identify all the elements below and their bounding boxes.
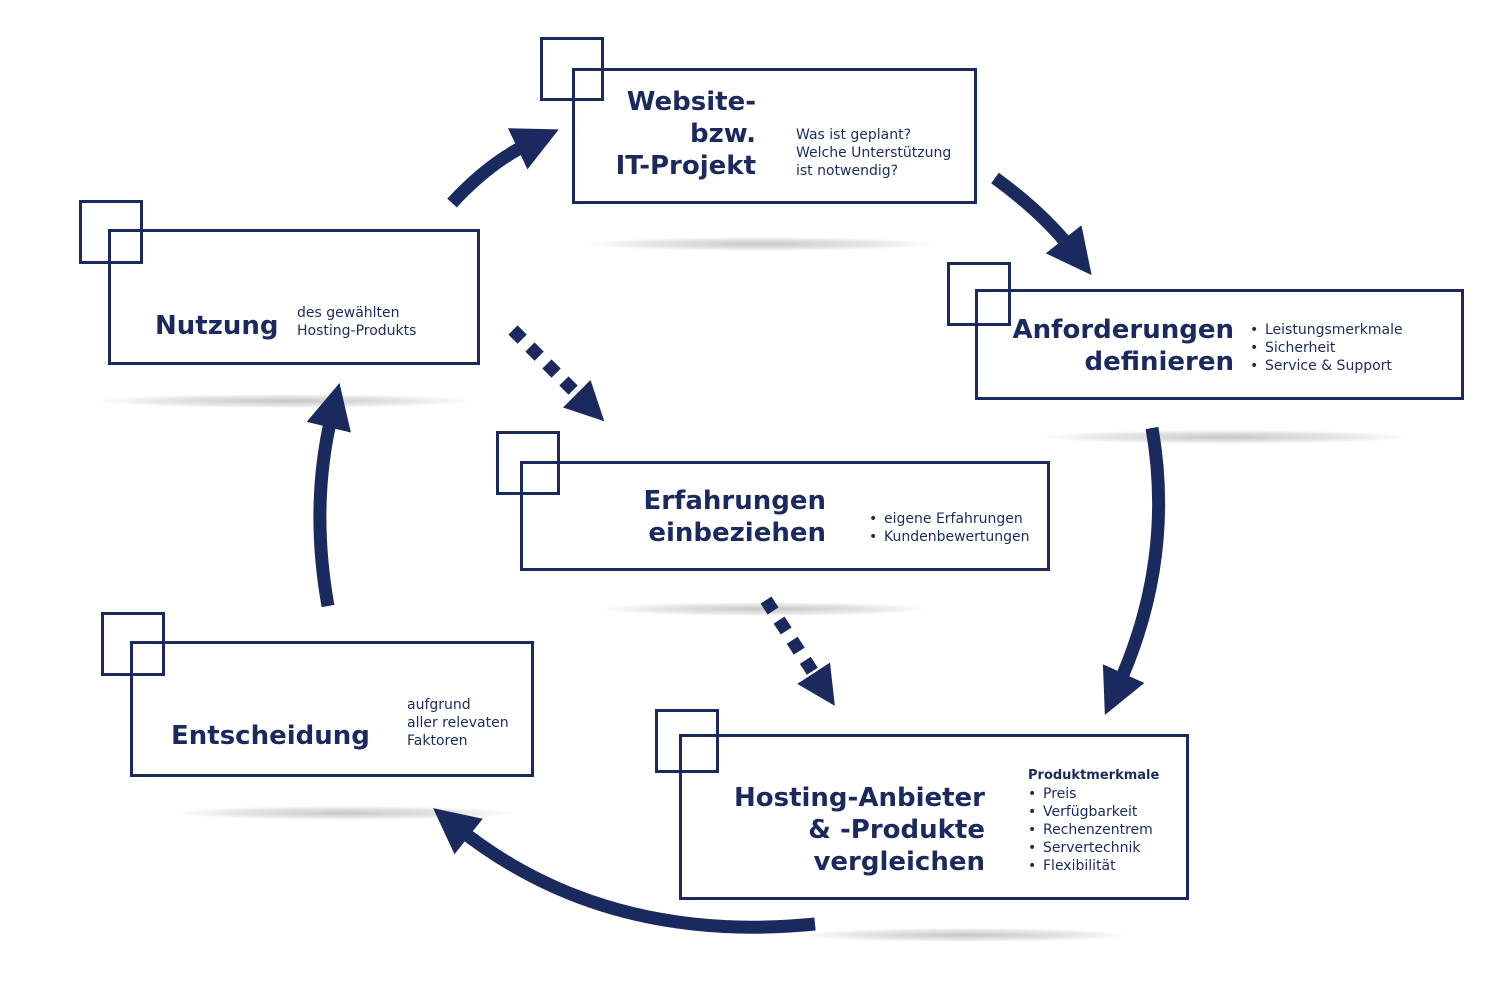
step-entscheidung-title: Entscheidung xyxy=(171,720,370,752)
step-nutzung-title: Nutzung xyxy=(155,310,278,342)
step-anforderungen-corner-square xyxy=(947,262,1011,326)
list-item: Service & Support xyxy=(1250,357,1403,375)
arrow-nutzung-to-website xyxy=(447,128,559,208)
shadow-nutzung xyxy=(95,394,475,408)
title-line: Website- xyxy=(626,87,756,117)
step-entscheidung-box xyxy=(130,641,534,777)
step-hosting-corner-square xyxy=(655,709,719,773)
description-line: des gewählten xyxy=(297,305,400,321)
step-nutzung-description: des gewählten Hosting-Produkts xyxy=(297,304,416,340)
description-line: Hosting-Produkts xyxy=(297,323,417,339)
shadow-entscheidung xyxy=(175,806,515,820)
step-hosting-bullets: Preis Verfügbarkeit Rechenzentrem Server… xyxy=(1028,785,1153,875)
step-entscheidung-description: aufgrund aller relevaten Faktoren xyxy=(407,696,509,750)
description-line: aufgrund xyxy=(407,697,471,713)
title-line: IT-Projekt xyxy=(615,151,756,181)
title-line: bzw. xyxy=(690,119,756,149)
arrow-anforderungen-to-hosting xyxy=(1102,426,1166,716)
shadow-anforderungen xyxy=(1040,430,1410,444)
list-item: Rechenzentrem xyxy=(1028,821,1153,839)
list-item: Servertechnik xyxy=(1028,839,1153,857)
description-line: Welche Unterstützung xyxy=(796,145,952,161)
step-hosting-title: Hosting-Anbieter & -Produkte vergleichen xyxy=(734,782,985,878)
description-line: Faktoren xyxy=(407,733,468,749)
list-item: Kundenbewertungen xyxy=(869,528,1030,546)
shadow-hosting xyxy=(800,928,1130,942)
arrow-entscheidung-to-nutzung xyxy=(306,383,351,608)
step-erfahrungen-bullets: eigene Erfahrungen Kundenbewertungen xyxy=(869,510,1030,546)
arrow-nutzung-to-erfahrungen-dashed xyxy=(508,325,605,422)
list-item: Preis xyxy=(1028,785,1153,803)
title-line: definieren xyxy=(1084,347,1234,377)
title-line: vergleichen xyxy=(813,847,985,877)
title-line: Nutzung xyxy=(155,311,279,341)
step-anforderungen-bullets: Leistungsmerkmale Sicherheit Service & S… xyxy=(1250,321,1403,375)
title-line: einbeziehen xyxy=(648,518,826,548)
description-line: ist notwendig? xyxy=(796,163,899,179)
step-erfahrungen-title: Erfahrungen einbeziehen xyxy=(643,485,826,549)
step-nutzung-box xyxy=(108,229,480,365)
arrow-website-to-anforderungen xyxy=(991,172,1092,276)
step-website-corner-square xyxy=(540,37,604,101)
description-line: Was ist geplant? xyxy=(796,127,912,143)
title-line: Entscheidung xyxy=(171,721,370,751)
description-line: aller relevaten xyxy=(407,715,509,731)
list-item: eigene Erfahrungen xyxy=(869,510,1030,528)
step-website-title: Website- bzw. IT-Projekt xyxy=(616,86,756,182)
title-line: Hosting-Anbieter xyxy=(733,783,985,813)
list-item: Sicherheit xyxy=(1250,339,1403,357)
step-entscheidung-corner-square xyxy=(101,612,165,676)
list-item: Flexibilität xyxy=(1028,857,1153,875)
arrow-hosting-to-entscheidung xyxy=(433,808,816,934)
title-line: & -Produkte xyxy=(808,815,985,845)
step-nutzung-corner-square xyxy=(79,200,143,264)
step-hosting-details: Produktmerkmale xyxy=(1028,767,1159,785)
list-item: Verfügbarkeit xyxy=(1028,803,1153,821)
step-erfahrungen-corner-square xyxy=(496,431,560,495)
title-line: Erfahrungen xyxy=(643,486,826,516)
list-item: Leistungsmerkmale xyxy=(1250,321,1403,339)
shadow-website xyxy=(585,237,935,251)
title-line: Anforderungen xyxy=(1012,315,1234,345)
step-website-box xyxy=(572,68,977,204)
step-website-description: Was ist geplant? Welche Unterstützung is… xyxy=(796,126,951,180)
arrow-erfahrungen-to-hosting-dashed xyxy=(760,596,835,706)
step-hosting-subheading: Produktmerkmale xyxy=(1028,768,1160,783)
step-anforderungen-title: Anforderungen definieren xyxy=(1013,314,1234,378)
